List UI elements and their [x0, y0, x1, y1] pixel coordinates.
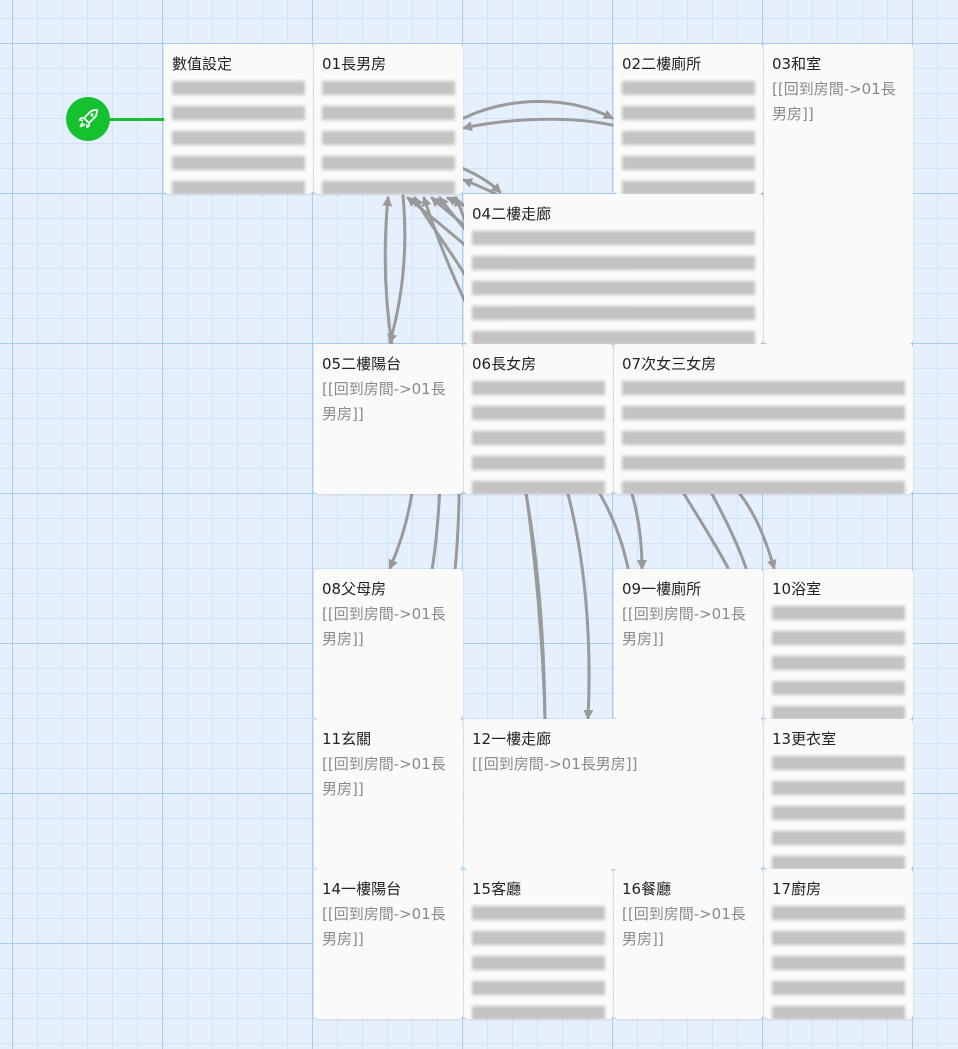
link-p06-to-01	[421, 196, 470, 310]
passage-card[interactable]: 11玄關 [[回到房間->01長男房]]	[314, 719, 463, 869]
passage-card[interactable]: 12一樓走廊 [[回到房間->01長男房]]	[464, 719, 763, 869]
passage-title: 02二樓廁所	[622, 55, 702, 73]
passage-title: 10浴室	[772, 580, 822, 598]
passage-title: 07次女三女房	[622, 355, 717, 373]
passage-card[interactable]: 16餐廳 [[回到房間->01長男房]]	[614, 869, 763, 1019]
passage-title: 16餐廳	[622, 880, 672, 898]
start-connector	[108, 118, 164, 121]
link-05-to-01	[382, 196, 394, 347]
passage-title: 06長女房	[472, 355, 537, 373]
passage-title: 05二樓陽台	[322, 355, 402, 373]
passage-excerpt: [[回到房間->01長男房]]	[472, 755, 638, 773]
passage-excerpt: [[回到房間->01長男房]]	[622, 605, 746, 648]
passage-excerpt-obscured	[472, 902, 605, 1019]
passage-title: 17廚房	[772, 880, 822, 898]
passage-title: 03和室	[772, 55, 822, 73]
passage-excerpt-obscured	[772, 602, 905, 719]
link-07-to-10	[738, 492, 777, 570]
passage-card[interactable]: 08父母房 [[回到房間->01長男房]]	[314, 569, 463, 719]
passage-excerpt: [[回到房間->01長男房]]	[322, 755, 446, 798]
link-07-to-10a	[682, 492, 730, 570]
passage-card[interactable]: 13更衣室	[764, 719, 913, 869]
passage-title: 12一樓走廊	[472, 730, 552, 748]
passage-title: 14一樓陽台	[322, 880, 402, 898]
link-01-to-04	[460, 166, 502, 194]
link-01-to-05	[387, 194, 407, 344]
passage-card[interactable]: 數值設定	[164, 44, 313, 194]
passage-excerpt-obscured	[772, 752, 905, 869]
passage-card[interactable]: 01長男房	[314, 44, 463, 194]
passage-excerpt-obscured	[322, 77, 455, 194]
passage-title: 11玄關	[322, 730, 372, 748]
passage-excerpt: [[回到房間->01長男房]]	[322, 605, 446, 648]
link-p04-to-01	[406, 196, 467, 247]
link-p04b-to-01	[413, 196, 467, 277]
passage-excerpt: [[回到房間->01長男房]]	[322, 380, 446, 423]
passage-excerpt: [[回到房間->01長男房]]	[622, 905, 746, 948]
passage-title: 數值設定	[172, 55, 233, 73]
passage-excerpt-obscured	[772, 902, 905, 1019]
rocket-icon	[78, 109, 98, 129]
passage-excerpt-obscured	[472, 227, 755, 344]
link-12-line	[524, 492, 547, 720]
passage-card[interactable]: 07次女三女房	[614, 344, 913, 494]
passage-card[interactable]: 02二樓廁所	[614, 44, 763, 194]
passage-card[interactable]: 04二樓走廊	[464, 194, 763, 344]
passage-excerpt-obscured	[172, 77, 305, 194]
link-05-to-08	[388, 490, 414, 570]
passage-card[interactable]: 03和室 [[回到房間->01長男房]]	[764, 44, 913, 344]
passage-title: 08父母房	[322, 580, 387, 598]
passage-card[interactable]: 05二樓陽台 [[回到房間->01長男房]]	[314, 344, 463, 494]
link-01-to-02	[462, 100, 614, 120]
link-06-to-09	[598, 492, 630, 570]
link-04-to-01	[462, 178, 498, 196]
passage-title: 04二樓走廊	[472, 205, 552, 223]
passage-title: 15客廳	[472, 880, 522, 898]
link-06-to-12	[566, 492, 594, 720]
link-07-to-10b	[710, 492, 748, 570]
start-passage-marker[interactable]	[66, 97, 110, 141]
passage-card[interactable]: 17廚房	[764, 869, 913, 1019]
link-07-to-09	[630, 492, 647, 570]
passage-excerpt-obscured	[472, 377, 605, 494]
link-02-to-01	[462, 117, 614, 132]
passage-title: 13更衣室	[772, 730, 837, 748]
passage-excerpt: [[回到房間->01長男房]]	[772, 80, 896, 123]
passage-card[interactable]: 09一樓廁所 [[回到房間->01長男房]]	[614, 569, 763, 719]
passage-card[interactable]: 06長女房	[464, 344, 613, 494]
passage-excerpt: [[回到房間->01長男房]]	[322, 905, 446, 948]
passage-card[interactable]: 10浴室	[764, 569, 913, 719]
passage-excerpt-obscured	[622, 377, 905, 494]
passage-excerpt-obscured	[622, 77, 755, 194]
passage-card[interactable]: 15客廳	[464, 869, 613, 1019]
passage-card[interactable]: 14一樓陽台 [[回到房間->01長男房]]	[314, 869, 463, 1019]
passage-title: 01長男房	[322, 55, 387, 73]
passage-title: 09一樓廁所	[622, 580, 702, 598]
